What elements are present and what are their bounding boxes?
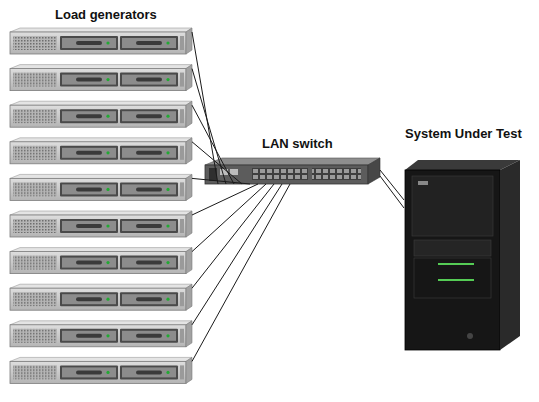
rack-server <box>10 138 192 164</box>
node-label: System Under Test <box>405 126 522 141</box>
server-tower-node: System Under Test <box>404 126 538 350</box>
rack-server <box>10 65 192 91</box>
switch-node: LAN switch <box>205 136 380 184</box>
cable-line <box>192 178 250 184</box>
rack-server <box>10 284 192 310</box>
rack-server <box>10 174 192 200</box>
cable-line <box>192 69 226 184</box>
system-under-test-tower <box>405 160 520 350</box>
node-label: Load generators <box>55 7 157 22</box>
rack-server <box>10 28 192 54</box>
cable-line <box>192 184 266 252</box>
load-generator-servers <box>10 28 192 383</box>
cable-line <box>192 184 274 288</box>
cable-line <box>192 184 258 215</box>
cable-line <box>192 105 234 184</box>
rack-server <box>10 321 192 347</box>
node-label: LAN switch <box>262 136 333 151</box>
cable-line <box>380 170 404 200</box>
lan-switch-device <box>205 158 380 184</box>
server-group: Load generators <box>8 4 192 396</box>
cable-line <box>380 176 404 208</box>
rack-server <box>10 211 192 237</box>
network-cable <box>192 32 290 361</box>
cable-line <box>192 184 282 325</box>
rack-server <box>10 357 192 383</box>
rack-server <box>10 248 192 274</box>
cable-line <box>192 184 290 361</box>
cable-line <box>192 32 218 184</box>
rack-server <box>10 101 192 127</box>
network-cable <box>380 170 404 208</box>
cable-line <box>192 142 242 184</box>
